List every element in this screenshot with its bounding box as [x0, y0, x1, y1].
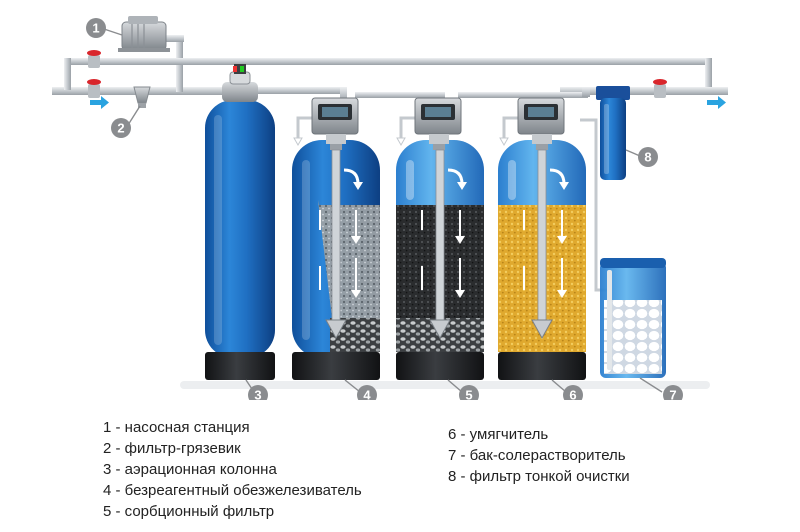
connector-pipes	[250, 87, 590, 101]
number-badge-7: 7	[663, 385, 683, 400]
legend-item: 1 - насосная станция	[103, 419, 250, 436]
number-badge-2: 2	[111, 118, 131, 138]
softener-tank	[498, 140, 586, 380]
number-badge-4: 4	[357, 385, 377, 400]
legend-item: 3 - аэрационная колонна	[103, 461, 277, 478]
badge-label: 5	[465, 388, 472, 401]
number-badge-1: 1	[86, 18, 106, 38]
legend-item: 7 - бак-солерастворитель	[448, 447, 626, 464]
badge-label: 8	[644, 150, 651, 165]
pump-icon	[118, 16, 170, 52]
number-badge-6: 6	[563, 385, 583, 400]
legend-item: 4 - безреагентный обезжелезиватель	[103, 482, 362, 499]
number-badge-8: 8	[638, 147, 658, 167]
number-badge-3: 3	[248, 385, 268, 400]
riser-tubes	[319, 149, 569, 340]
water-treatment-diagram: 1 2 3 4 5 6 7 8	[52, 16, 728, 400]
fine-filter	[596, 86, 630, 180]
valve-icon	[87, 50, 101, 68]
callout-lines	[103, 28, 663, 393]
legend-item: 8 - фильтр тонкой очистки	[448, 468, 630, 485]
legend-item: 5 - сорбционный фильтр	[103, 503, 275, 520]
valve-icon	[653, 79, 667, 98]
control-head-icon	[414, 97, 462, 150]
legend-item: 6 - умягчитель	[448, 426, 549, 443]
aeration-column	[205, 64, 275, 380]
number-badges: 1 2 3 4 5 6 7 8	[86, 18, 683, 400]
badge-label: 4	[363, 388, 371, 401]
brine-tank	[600, 258, 666, 378]
control-head-icon	[311, 97, 359, 150]
legend-right: 6 - умягчитель 7 - бак-солерастворитель …	[448, 424, 630, 487]
mud-filter-icon	[133, 86, 151, 108]
badge-label: 2	[117, 121, 124, 136]
flow-arrow-icon	[707, 96, 726, 109]
badge-label: 1	[92, 21, 99, 36]
badge-label: 7	[669, 388, 676, 401]
control-head-icon	[517, 97, 565, 150]
drain-arrows	[293, 137, 509, 147]
badge-label: 6	[569, 388, 576, 401]
legend-left: 1 - насосная станция 2 - фильтр-грязевик…	[103, 417, 362, 522]
valve-icon	[87, 79, 101, 98]
legend-item: 2 - фильтр-грязевик	[103, 440, 241, 457]
flow-arrow-icon	[90, 96, 109, 109]
number-badge-5: 5	[459, 385, 479, 400]
badge-label: 3	[254, 388, 261, 401]
